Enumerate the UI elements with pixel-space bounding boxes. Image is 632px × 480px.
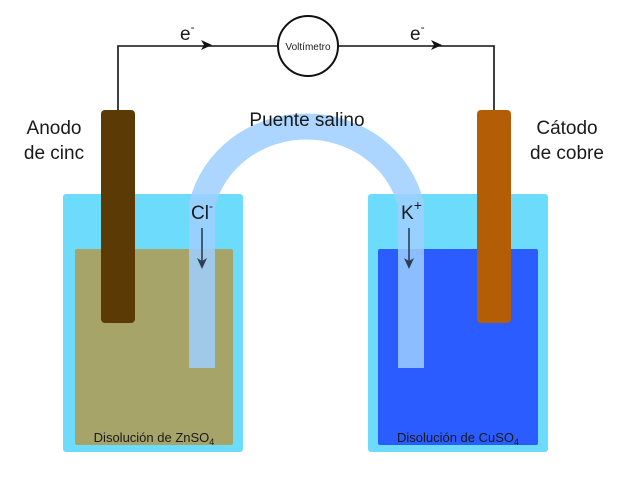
right-beaker (368, 194, 548, 452)
electron-label-left: e- (180, 20, 195, 45)
anion-migration: Cl- (191, 199, 213, 269)
cathode-label-line2: de cobre (530, 143, 604, 164)
cation-migration: K+ (401, 197, 422, 269)
arrow-down-icon (197, 258, 207, 269)
left-solution-label: Disolución de ZnSO4 (94, 430, 215, 447)
arrow-right-icon (431, 40, 442, 50)
voltmeter: Voltímetro (277, 15, 339, 77)
zinc-anode-electrode (101, 110, 135, 323)
electron-label-right: e- (410, 20, 425, 45)
cathode-label-line1: Cátodo (536, 118, 597, 139)
salt-bridge-label: Puente salino (249, 110, 364, 131)
cation-label: K+ (401, 197, 422, 224)
electron-flow-left: e- (180, 20, 212, 50)
copper-cathode-electrode (477, 110, 511, 323)
arrow-down-icon (404, 258, 414, 269)
right-solution-label: Disolución de CuSO4 (397, 430, 519, 447)
voltmeter-circle (277, 15, 339, 77)
electron-flow-right: e- (410, 20, 442, 50)
anion-label: Cl- (191, 199, 213, 224)
arrow-right-icon (201, 40, 212, 50)
left-beaker (63, 194, 243, 452)
voltmeter-label: Voltímetro (285, 42, 330, 53)
salt-bridge (189, 113, 424, 368)
anode-label-line1: Anodo (27, 118, 82, 139)
anode-label-line2: de cinc (24, 143, 84, 164)
left-wire (117, 45, 278, 110)
right-wire (338, 45, 495, 110)
salt-bridge-tube (189, 113, 424, 368)
